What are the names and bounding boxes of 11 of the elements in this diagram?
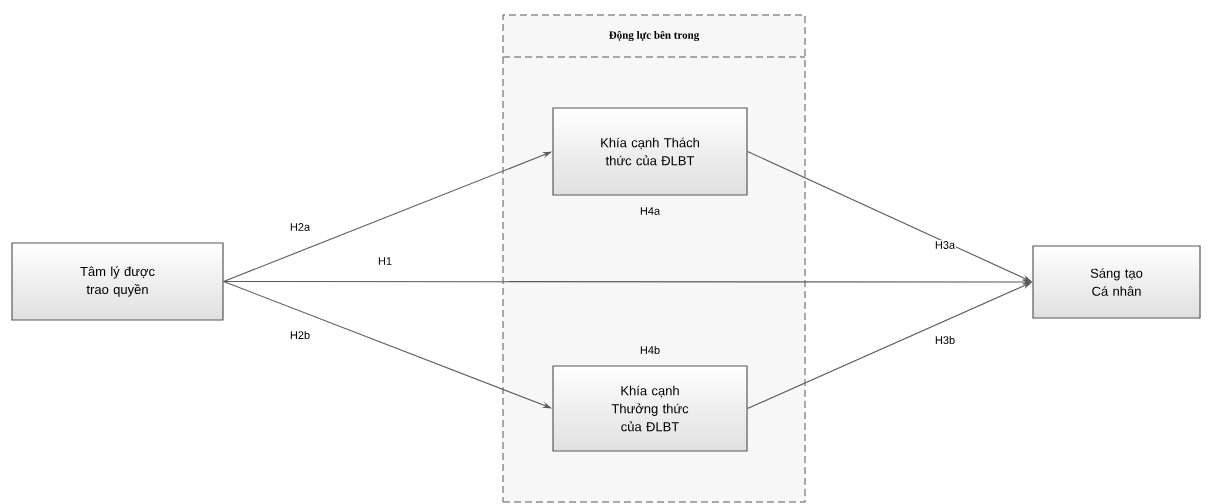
edge-label: H3a bbox=[933, 240, 957, 250]
hypothesis-label: H4a bbox=[640, 207, 661, 215]
edge-label: H3b bbox=[933, 334, 957, 346]
process-box: Khía cạnh Thưởng thức của ĐLBT bbox=[552, 365, 748, 452]
process-box: Khía cạnh Thách thức của ĐLBT bbox=[552, 107, 748, 196]
process-box: Tâm lý được trao quyền bbox=[11, 242, 224, 321]
process-box: Sáng tạo Cá nhân bbox=[1032, 245, 1201, 319]
hypothesis-label: H4b bbox=[640, 345, 660, 355]
edge-label: H2b bbox=[288, 329, 312, 341]
edge-label: H2a bbox=[288, 222, 312, 232]
edge-label: H1 bbox=[377, 256, 394, 266]
